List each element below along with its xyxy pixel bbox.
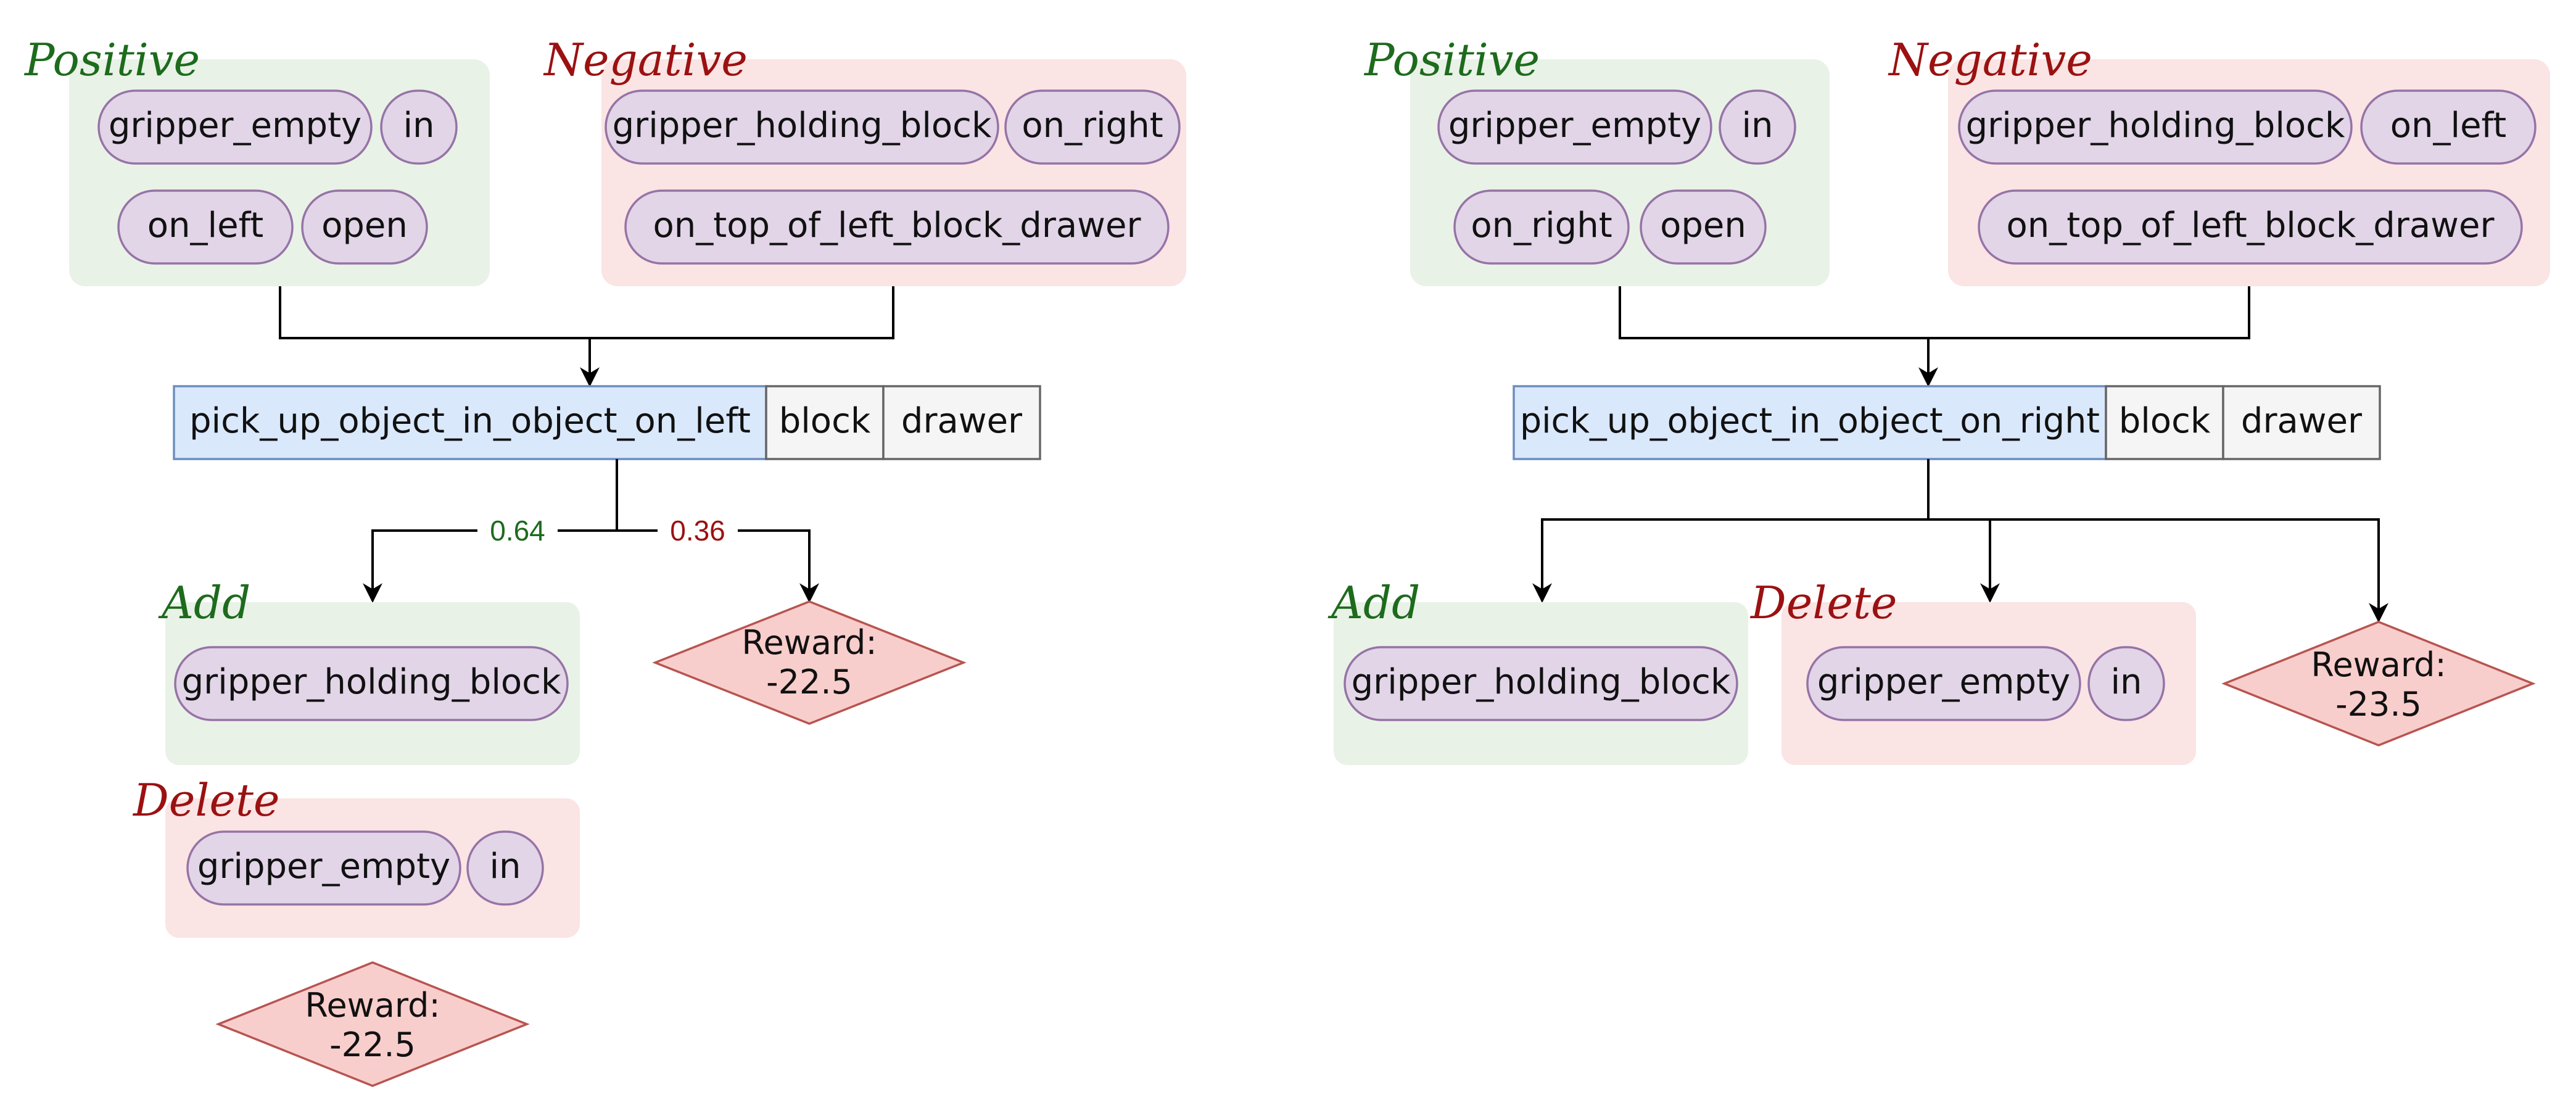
action-arg: block xyxy=(2119,401,2211,441)
predicate-label: on_top_of_left_block_drawer xyxy=(653,205,1142,246)
action-arg: drawer xyxy=(901,401,1023,441)
left-delete-group: Delete gripper_empty in xyxy=(132,774,580,938)
predicate-label: gripper_holding_block xyxy=(182,662,561,702)
left-positive-group: Positive gripper_empty in on_left open xyxy=(23,34,490,286)
predicate-label: in xyxy=(1741,106,1773,146)
left-add-label: Add xyxy=(158,577,250,629)
predicate-pill: in xyxy=(1719,89,1796,165)
right-delete-label: Delete xyxy=(1749,577,1897,629)
action-arg-cell xyxy=(2222,385,2381,460)
reward-value: -23.5 xyxy=(2335,685,2422,724)
predicate-pill: on_top_of_left_block_drawer xyxy=(1978,189,2523,265)
reward-value: -22.5 xyxy=(329,1025,416,1064)
right-positive-label: Positive xyxy=(1363,34,1540,86)
predicate-pill: on_right xyxy=(1004,89,1181,165)
predicate-label: gripper_empty xyxy=(197,846,450,887)
predicate-pill: on_left xyxy=(117,189,294,265)
predicate-label: in xyxy=(2110,662,2142,702)
left-delete-label: Delete xyxy=(132,774,280,826)
right-negative-group: Negative gripper_holding_block on_left o… xyxy=(1888,34,2550,286)
right-add-group: Add gripper_holding_block xyxy=(1327,577,1748,765)
precondition-connector xyxy=(1619,286,2250,339)
predicate-label: gripper_empty xyxy=(109,106,361,146)
branch-reward xyxy=(1928,518,2388,623)
reward-label: Reward: xyxy=(305,986,440,1025)
predicate-pill: in xyxy=(466,830,544,906)
branch-probability-failure: 0.36 xyxy=(670,515,725,547)
predicate-pill: open xyxy=(301,189,428,265)
right-diagram: Positive gripper_empty in on_right open … xyxy=(1327,34,2550,765)
predicate-pill: gripper_empty xyxy=(186,830,461,906)
predicate-pill: gripper_holding_block xyxy=(1958,89,2353,165)
predicate-pill: gripper_empty xyxy=(1806,646,2081,721)
predicate-label: open xyxy=(1660,205,1746,246)
predicate-pill: open xyxy=(1640,189,1767,265)
predicate-label: on_left xyxy=(147,205,263,246)
predicate-pill: gripper_empty xyxy=(1437,89,1712,165)
reward-value: -22.5 xyxy=(766,663,852,701)
right-delete-group: Delete gripper_empty in xyxy=(1749,577,2196,765)
right-action-node: pick_up_object_in_object_on_right block … xyxy=(1513,385,2381,460)
predicate-label: gripper_holding_block xyxy=(613,106,992,146)
predicate-label: on_right xyxy=(1471,205,1612,246)
predicate-label: on_left xyxy=(2390,106,2506,146)
predicate-label: open xyxy=(321,205,408,246)
action-arg: drawer xyxy=(2241,401,2363,441)
predicate-pill: gripper_holding_block xyxy=(174,646,569,721)
predicate-pill: gripper_holding_block xyxy=(1344,646,1738,721)
predicate-label: on_top_of_left_block_drawer xyxy=(2007,205,2495,246)
action-arg-cell xyxy=(765,385,885,460)
predicate-label: on_right xyxy=(1022,106,1163,146)
prob-label-bg xyxy=(658,513,738,548)
branch-probability-success: 0.64 xyxy=(490,515,545,547)
action-name: pick_up_object_in_object_on_left xyxy=(189,401,751,441)
reward-label: Reward: xyxy=(2311,645,2446,684)
reward-diamond xyxy=(2221,621,2536,747)
left-add-group: Add gripper_holding_block xyxy=(158,577,580,765)
action-arg-cell xyxy=(882,385,1041,460)
predicate-pill: in xyxy=(2087,646,2165,721)
predicate-pill: on_right xyxy=(1453,189,1630,265)
left-positive-label: Positive xyxy=(23,34,200,86)
predicate-label: gripper_holding_block xyxy=(1352,662,1731,702)
predicate-pill: on_left xyxy=(2360,89,2537,165)
reward-diamond xyxy=(652,600,967,725)
predicate-label: gripper_empty xyxy=(1448,106,1701,146)
left-reward-failure: Reward: -22.5 xyxy=(652,600,967,725)
precondition-connector xyxy=(279,286,894,339)
left-action-node: pick_up_object_in_object_on_left block d… xyxy=(173,385,1041,460)
prob-label-bg xyxy=(477,513,558,548)
right-positive-group: Positive gripper_empty in on_right open xyxy=(1363,34,1830,286)
right-reward: Reward: -23.5 xyxy=(2221,621,2536,747)
predicate-label: in xyxy=(489,846,521,887)
reward-diamond xyxy=(215,961,530,1087)
left-reward-success: Reward: -22.5 xyxy=(215,961,530,1087)
predicate-pill: gripper_empty xyxy=(97,89,373,165)
left-negative-label: Negative xyxy=(543,34,748,86)
reward-label: Reward: xyxy=(741,623,877,662)
action-name-cell xyxy=(1513,385,2107,460)
branch-add xyxy=(1532,518,1928,603)
right-add-label: Add xyxy=(1327,577,1420,629)
predicate-pill: on_top_of_left_block_drawer xyxy=(624,189,1170,265)
predicate-pill: in xyxy=(380,89,458,165)
left-diagram: Positive gripper_empty in on_left open N… xyxy=(23,34,1186,1087)
predicate-label: gripper_holding_block xyxy=(1966,106,2345,146)
action-arg: block xyxy=(779,401,871,441)
left-negative-group: Negative gripper_holding_block on_right … xyxy=(543,34,1186,286)
predicate-pill: gripper_holding_block xyxy=(605,89,999,165)
predicate-label: in xyxy=(403,106,434,146)
predicate-label: gripper_empty xyxy=(1817,662,2070,702)
action-name: pick_up_object_in_object_on_right xyxy=(1520,401,2100,441)
right-negative-label: Negative xyxy=(1888,34,2092,86)
